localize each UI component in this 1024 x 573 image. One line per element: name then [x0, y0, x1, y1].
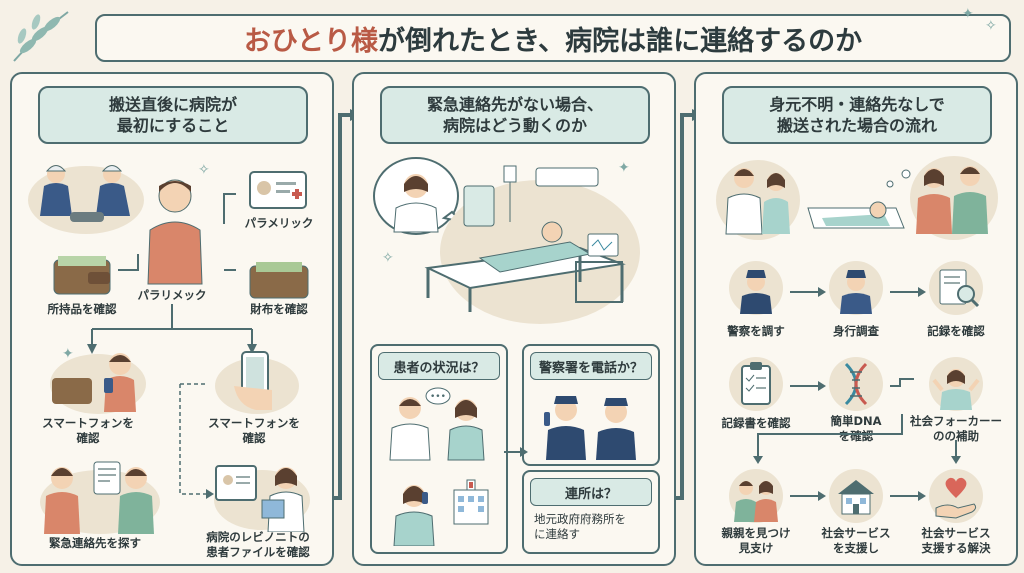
panel3-flow-arrows: [753, 287, 961, 501]
smartphone1-label-line1: スマートフォンを: [42, 416, 134, 430]
page-title: おひとり様 が倒れたとき、病院は誰に連絡するのか: [95, 14, 1011, 62]
center-person-label: パラリメック: [137, 288, 207, 302]
relatives-label-line1: 親親を見つけ: [721, 526, 791, 540]
record-doc-label: 記録書を確認: [721, 416, 791, 430]
patient-file-icon: [214, 465, 310, 532]
service1-label-line1: 社会サービス: [821, 526, 891, 540]
doctor-nurse-icon: •••: [389, 387, 485, 461]
dna-label: 簡単DNA を確認: [808, 414, 904, 444]
paramedics-illustration-icon: [28, 165, 144, 234]
service2-label-line1: 社会サービス: [921, 526, 991, 540]
smartphone1-label: スマートフォンを 確認: [28, 416, 148, 446]
panel2-flow-lines: [504, 447, 528, 457]
smartphone2-label-line1: スマートフォンを: [208, 416, 300, 430]
panel2-heading-line2: 病院はどう動くのか: [442, 116, 587, 135]
panel1-heading: 搬送直後に病院が 最初にすること: [38, 86, 308, 144]
panel2-heading-line1: 緊急連絡先がない場合、: [426, 95, 603, 114]
contact-office-text: 地元政府府務所を に連絡す: [534, 512, 650, 542]
emergency-contact-label: 緊急連絡先を探す: [49, 536, 141, 550]
social-worker-icon: [929, 357, 983, 411]
panel1-heading-line1: 搬送直後に病院が: [108, 95, 237, 114]
relatives-label: 親親を見つけ 見支け: [708, 526, 804, 556]
community-building-icon: [829, 469, 883, 523]
police-label: 警察を調す: [727, 324, 785, 338]
contact-office-bubble: 連所は？ 地元政府府務所を に連絡す: [522, 470, 660, 554]
dna-icon: [829, 357, 883, 411]
document-magnifier-icon: [929, 261, 983, 315]
identity-label: 身行調查: [833, 324, 879, 338]
relatives-icon: [729, 469, 783, 523]
id-card-icon: [249, 171, 307, 209]
sparkle-icon: ✧: [198, 162, 210, 178]
dna-label-line1: 簡単DNA: [830, 414, 882, 428]
records-label: 記録を確認: [927, 324, 985, 338]
patient-status-bubble-heading: 患者の状況は？: [378, 352, 500, 380]
panel1-heading-line2: 最初にすること: [116, 116, 230, 135]
social-label-line1: 社会フォーカーー: [910, 414, 1002, 428]
hospital-bed-icon: [424, 165, 640, 324]
sparkle-icon: ✦: [62, 346, 74, 362]
police-call-bubble: 警察署を電話か？: [522, 344, 660, 466]
smartphone2-label-line2: 確認: [242, 431, 266, 445]
emergency-contact-search-icon: [40, 461, 160, 534]
panel-no-emergency-contact: 緊急連絡先がない場合、 病院はどう動くのか 患者の状況は？ •••: [352, 72, 676, 566]
sparkle-icon: ✧: [382, 250, 394, 266]
panel2-heading: 緊急連絡先がない場合、 病院はどう動くのか: [380, 86, 650, 144]
police-officers-icon: [544, 396, 636, 460]
sparkle-icon: ✦: [962, 6, 974, 22]
center-person-icon: [147, 179, 203, 285]
heart-hand-icon: [929, 469, 983, 523]
patient-status-bubble: 患者の状況は？ •••: [370, 344, 508, 554]
service2-label-line2: 支援する解決: [921, 541, 991, 555]
service1-label: 社会サービス を支援し: [808, 526, 904, 556]
wallet-label: 財布を確認: [250, 302, 308, 316]
investigator-icon: [829, 261, 883, 315]
smartphone1-label-line2: 確認: [76, 431, 100, 445]
leaf-decoration-icon: [13, 11, 69, 62]
wallet-open-icon: [249, 262, 309, 299]
police-call-bubble-heading: 警察署を電話か？: [530, 352, 652, 380]
service2-label: 社会サービス 支援する解決: [908, 526, 1004, 556]
smartphone2-label: スマートフォンを 確認: [194, 416, 314, 446]
social-label: 社会フォーカーー のの補助: [902, 414, 1010, 444]
title-highlight: おひとり様: [243, 25, 379, 57]
doctor-bubble-icon: [373, 157, 464, 235]
contact-office-text-line2: に連絡す: [534, 527, 580, 541]
panel3-heading: 身元不明・連絡先なしで 搬送された場合の流れ: [722, 86, 992, 144]
sparkle-icon: ✧: [985, 18, 997, 34]
patient-staff-illustration-icon: [716, 156, 998, 240]
contact-office-text-line1: 地元政府府務所を: [534, 512, 626, 526]
panel-unidentified-flow: 身元不明・連絡先なしで 搬送された場合の流れ 警察を調す 身行調查: [694, 72, 1018, 566]
title-rest: が倒れたとき、病院は誰に連絡するのか: [378, 25, 863, 57]
paramedic-card-label: パラメリック: [244, 216, 314, 230]
belongings-label: 所持品を確認: [47, 302, 117, 316]
nurse-phone-hospital-icon: [393, 479, 489, 546]
social-label-line2: のの補助: [933, 429, 979, 443]
service1-label-line2: を支援し: [833, 541, 879, 555]
smartphone-hand-icon: [215, 351, 299, 414]
relatives-label-line2: 見支け: [738, 541, 774, 555]
patient-file-label-line1: 病院のレビノニトの: [206, 530, 310, 544]
clipboard-icon: [729, 357, 783, 411]
person-smartphone-icon: [50, 353, 146, 414]
police-officer-icon: [729, 261, 783, 315]
patient-file-label: 病院のレビノニトの 患者ファイルを確認: [188, 530, 328, 560]
panel3-heading-line1: 身元不明・連絡先なしで: [769, 95, 945, 114]
svg-text:•••: •••: [430, 392, 446, 402]
dna-label-line2: を確認: [838, 429, 874, 443]
panel-first-actions: 搬送直後に病院が 最初にすること パラメリック: [10, 72, 334, 566]
wallet-icon: [53, 256, 111, 295]
contact-office-bubble-heading: 連所は？: [530, 478, 652, 506]
patient-file-label-line2: 患者ファイルを確認: [206, 545, 310, 559]
sparkle-icon: ✦: [618, 160, 630, 176]
panel3-heading-line2: 搬送された場合の流れ: [776, 116, 937, 135]
